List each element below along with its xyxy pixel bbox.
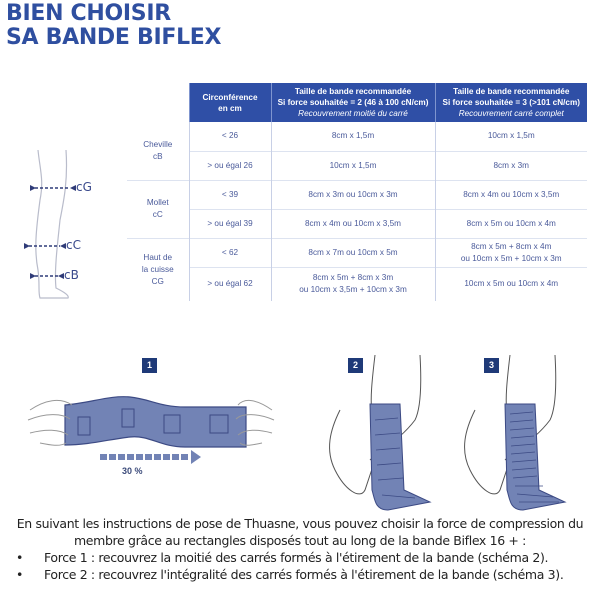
table-row: > ou égal 26 10cm x 1,5m 8cm x 3m bbox=[127, 150, 587, 180]
step-badge-1: 1 bbox=[142, 358, 157, 373]
instruction-bullet-1: Force 1 : recouvrez la moitié des carrés… bbox=[0, 549, 600, 566]
circ-cell: > ou égal 26 bbox=[188, 150, 272, 180]
stretch-band-illustration bbox=[27, 396, 275, 464]
instructions-text: En suivant les instructions de pose de T… bbox=[0, 515, 600, 583]
header-force-3: Taille de bande recommandée Si force sou… bbox=[434, 83, 587, 122]
table-header-row: Circonférence en cm Taille de bande reco… bbox=[127, 83, 587, 122]
force2-cell: 8cm x 7m ou 10cm x 5m bbox=[271, 237, 436, 267]
leg-measurement-diagram: cG cC cB bbox=[10, 140, 130, 310]
force3-cell: 8cm x 4m ou 10cm x 3,5m bbox=[435, 179, 587, 209]
force2-cell: 8cm x 3m ou 10cm x 3m bbox=[271, 179, 436, 209]
title-line-2: SA BANDE BIFLEX bbox=[6, 25, 222, 50]
force3-cell: 8cm x 3m bbox=[435, 150, 587, 180]
force3-cell: 8cm x 5m ou 10cm x 4m bbox=[435, 208, 587, 238]
table-row: > ou égal 39 8cm x 4m ou 10cm x 3,5m 8cm… bbox=[127, 208, 587, 238]
page-title: BIEN CHOISIR SA BANDE BIFLEX bbox=[6, 2, 221, 50]
force2-cell: 8cm x 4m ou 10cm x 3,5m bbox=[271, 208, 436, 238]
force3-cell: 10cm x 1,5m bbox=[487, 131, 535, 141]
header-force-2: Taille de bande recommandée Si force sou… bbox=[270, 83, 435, 122]
instruction-bullet-2: Force 2 : recouvrez l'intégralité des ca… bbox=[0, 566, 600, 583]
title-line-1: BIEN CHOISIR bbox=[6, 1, 171, 26]
measure-label-cg: cG bbox=[76, 180, 92, 194]
measure-label-cc: cC bbox=[66, 238, 81, 252]
circ-cell: > ou égal 62 bbox=[188, 266, 272, 301]
circ-cell: < 39 bbox=[188, 179, 272, 209]
leg-half-overlap-illustration bbox=[329, 354, 432, 511]
step-badge-2: 2 bbox=[348, 358, 363, 373]
measure-label-cb: cB bbox=[64, 268, 79, 282]
force3-cell: 10cm x 5m ou 10cm x 4m bbox=[435, 266, 587, 301]
force2-cell: 10cm x 1,5m bbox=[271, 150, 436, 180]
stretch-percentage: 30 % bbox=[122, 466, 143, 476]
circ-cell: < 62 bbox=[188, 237, 272, 267]
instructions-intro: En suivant les instructions de pose de T… bbox=[16, 516, 584, 548]
circ-cell: > ou égal 39 bbox=[188, 208, 272, 238]
instructions-list: Force 1 : recouvrez la moitié des carrés… bbox=[0, 549, 600, 583]
leg-outline-icon bbox=[24, 149, 76, 299]
band-size-table: Circonférence en cm Taille de bande reco… bbox=[127, 83, 587, 301]
circ-cell: < 26 bbox=[188, 122, 272, 151]
header-circumference: Circonférence en cm bbox=[188, 83, 271, 122]
leg-full-overlap-illustration bbox=[464, 354, 567, 511]
force2-cell: 8cm x 1,5m bbox=[271, 122, 436, 151]
step-badge-3: 3 bbox=[484, 358, 499, 373]
